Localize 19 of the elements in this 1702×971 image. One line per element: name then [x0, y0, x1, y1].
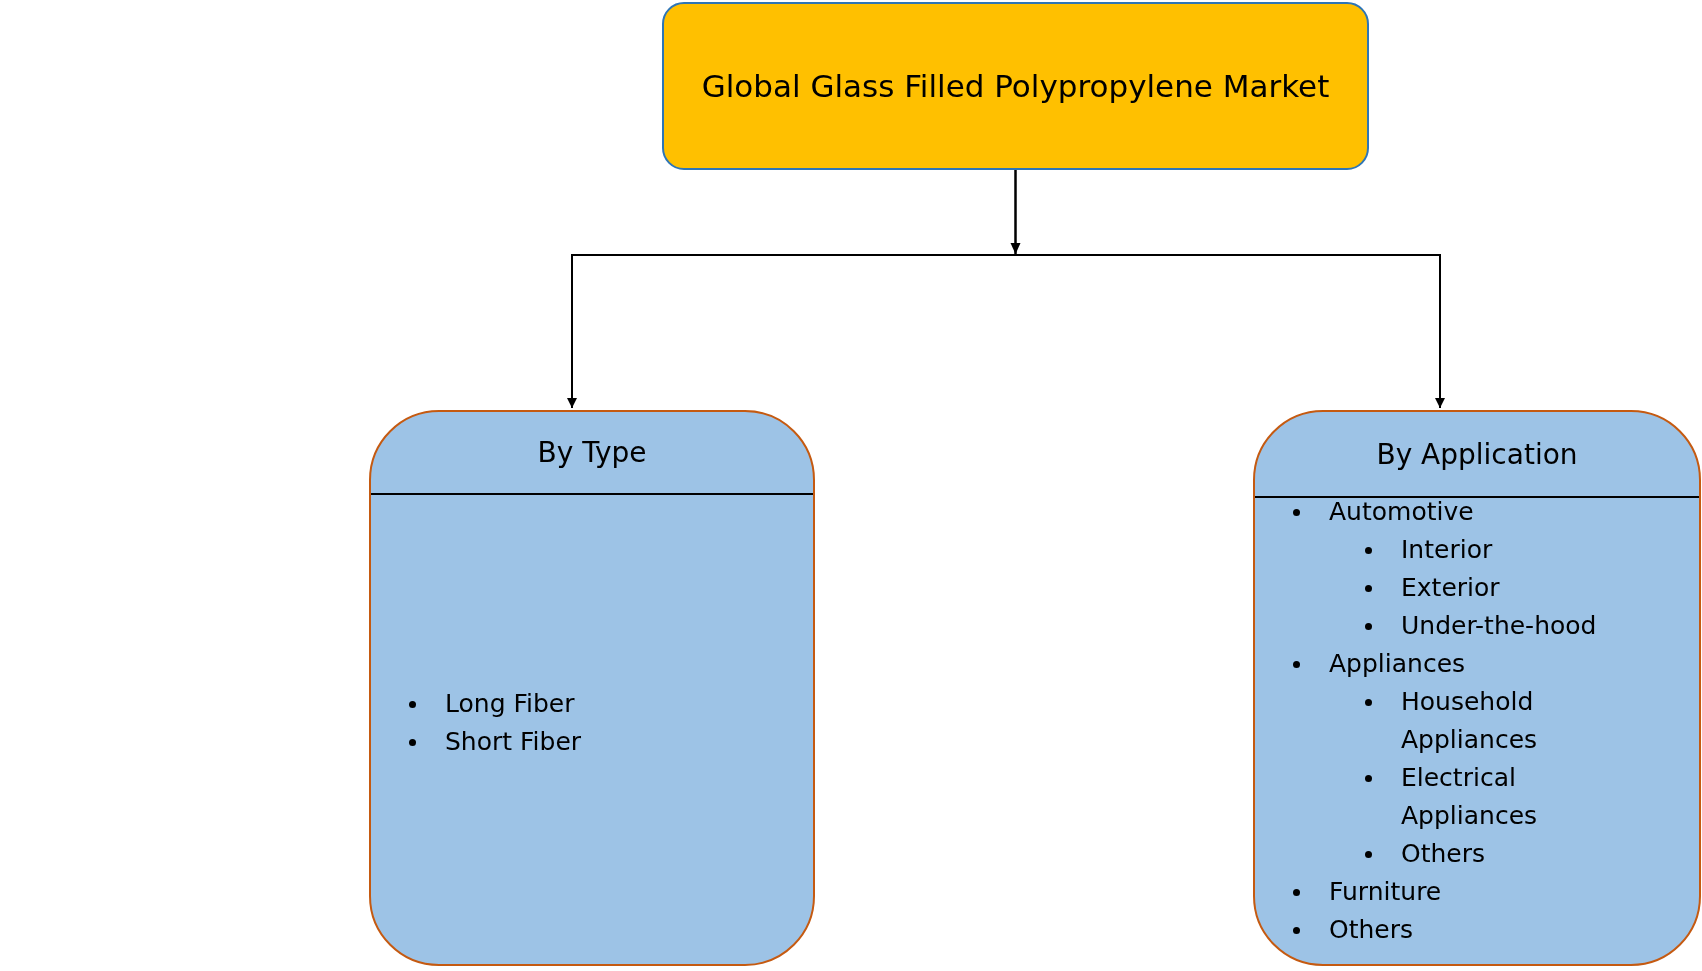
category-heading: By Type — [537, 436, 647, 469]
connector-arrow — [1014, 169, 1445, 409]
list-item: Appliances — [1291, 645, 1466, 683]
list-item: Others — [1363, 835, 1485, 873]
list-item: Electrical Appliances — [1363, 759, 1613, 835]
list-item: Exterior — [1363, 569, 1500, 607]
category-box — [369, 410, 815, 966]
list-item: Others — [1291, 911, 1413, 949]
list-item: Short Fiber — [407, 723, 582, 761]
category-heading: By Application — [1376, 437, 1578, 471]
title-box — [662, 2, 1369, 170]
category-box — [1253, 410, 1701, 966]
list-item: Long Fiber — [407, 685, 575, 723]
list-item: Under-the-hood — [1363, 607, 1597, 645]
list-item: Automotive — [1291, 493, 1474, 531]
list-item: Furniture — [1291, 873, 1442, 911]
title-text: Global Glass Filled Polypropylene Market — [701, 68, 1330, 104]
list-item: Household Appliances — [1363, 683, 1613, 759]
list-item: Interior — [1363, 531, 1493, 569]
